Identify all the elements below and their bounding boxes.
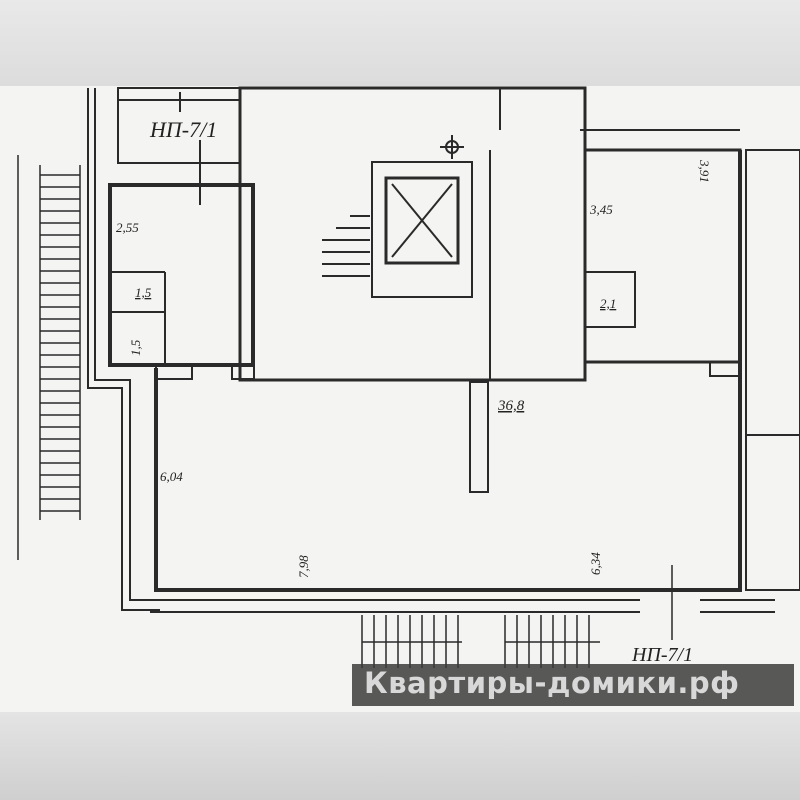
dim-3-91: 3,91 — [697, 159, 712, 183]
watermark-banner: Квартиры-домики.рф — [352, 664, 794, 706]
dim-3-45: 3,45 — [589, 202, 613, 217]
area-36-8: 36,8 — [497, 398, 525, 414]
bottom-stairs — [361, 615, 600, 668]
watermark-logo-text: Квартиры-домики.рф — [364, 666, 740, 700]
floor-plan-sheet — [0, 86, 800, 712]
dim-1-5-b: 1,5 — [128, 339, 143, 356]
dim-7-98: 7,98 — [296, 555, 311, 578]
unit-label-top: НП-7/1 — [149, 117, 217, 142]
unit-label-bottom: НП-7/1 — [631, 644, 693, 666]
main-room-wall — [154, 150, 742, 592]
blurred-top-border — [0, 0, 800, 86]
left-room-wall — [108, 183, 255, 367]
left-staircase — [17, 155, 81, 560]
dim-6-04: 6,04 — [160, 469, 183, 484]
dim-2-1: 2,1 — [600, 296, 616, 311]
dim-2-55: 2,55 — [116, 220, 139, 235]
dim-1-5-a: 1,5 — [135, 285, 152, 300]
elevator-shaft — [384, 176, 460, 265]
stair-inner — [322, 215, 370, 277]
right-room-wall — [583, 148, 742, 364]
blurred-bottom-border — [0, 712, 800, 800]
dim-6-34: 6,34 — [588, 552, 603, 575]
